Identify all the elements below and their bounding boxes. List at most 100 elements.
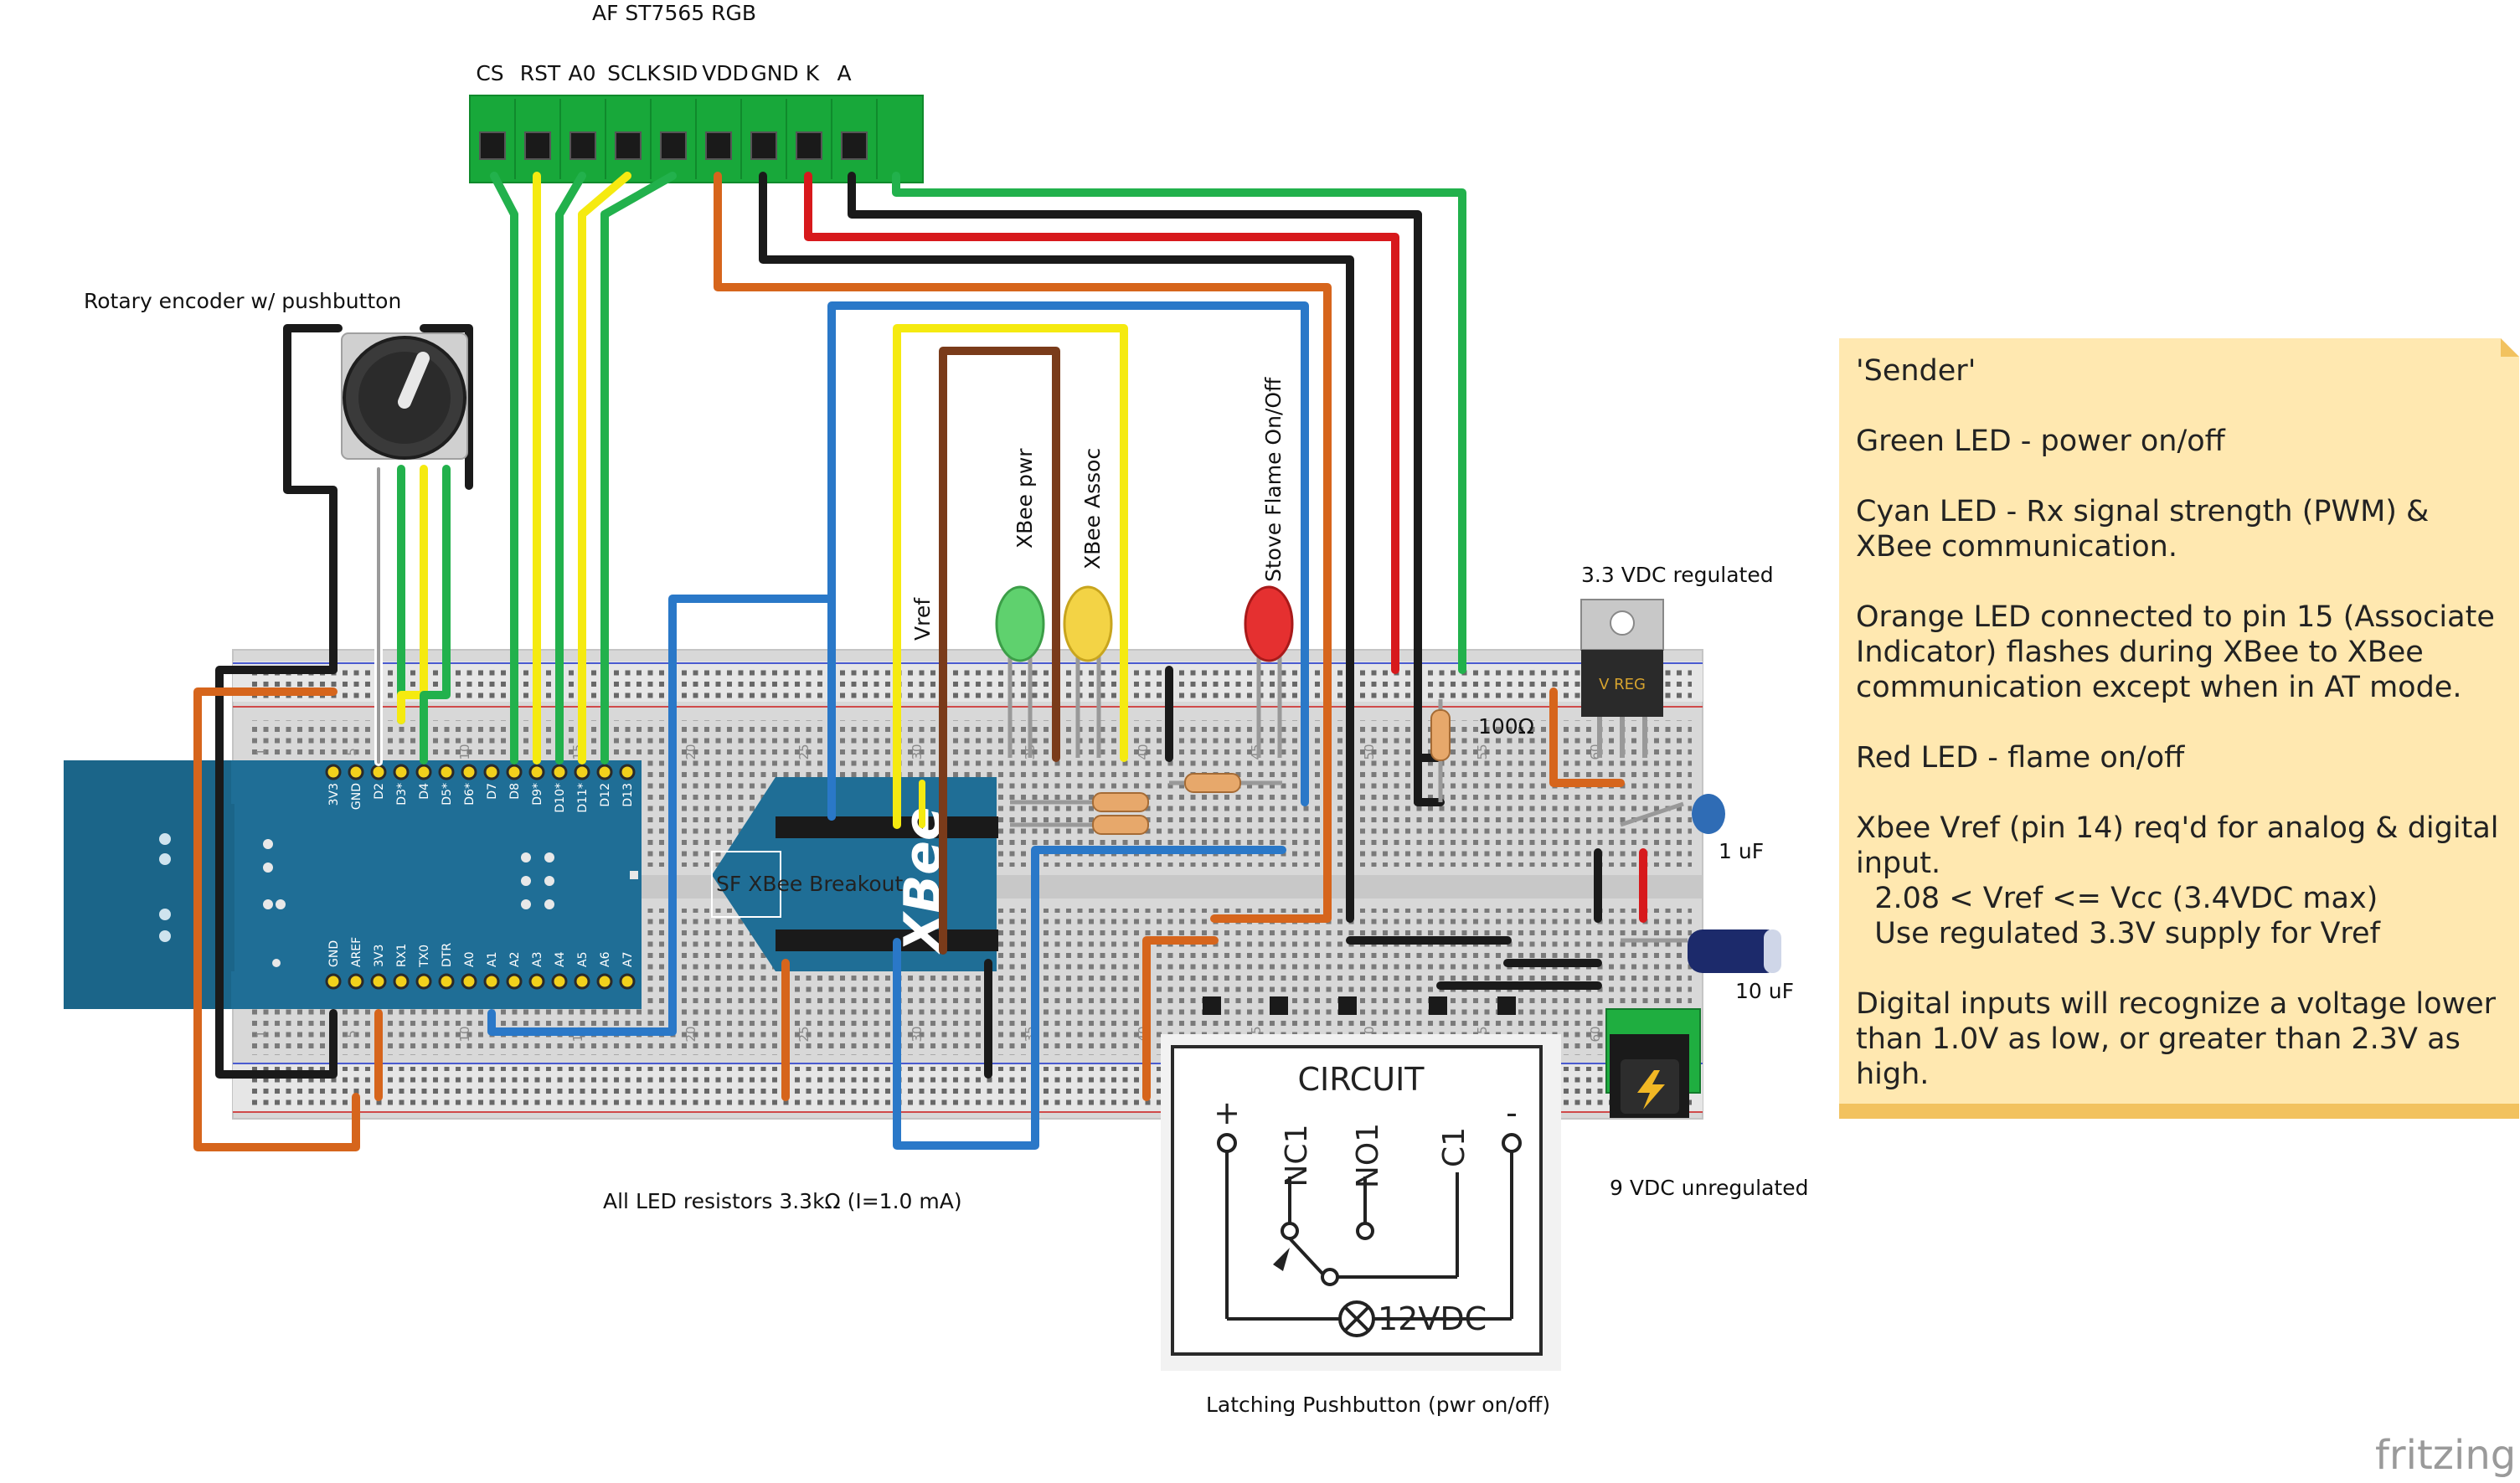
circuit-plus: + [1214,1094,1240,1131]
led-red: Stove Flame On/Off [1244,377,1294,758]
lcd-pin-a0 [569,131,596,160]
arduino-pin-bottom [506,973,523,990]
wire-blue-long [827,301,1309,821]
arduino-pin-top [506,764,523,780]
circuit-no1: NO1 [1351,1123,1385,1188]
capacitors: 1 uF 10 uF [1620,794,1794,1003]
arduino-pin-label: 3V3 [373,945,386,967]
arduino-pin-bottom [574,973,590,990]
arduino-pin-label: A2 [508,952,522,967]
xbee-silk-box [711,851,781,918]
arduino-pin-label: D7 [486,783,499,800]
wire-encoder-black-2 [420,324,473,490]
wire-brown [939,347,1060,955]
column-number: 20 [683,744,698,760]
pushbutton-label: Latching Pushbutton (pwr on/off) [1206,1393,1550,1417]
arduino-pin-label: D13 [621,783,635,807]
arduino-pin-bottom [393,973,410,990]
column-number: 5 [344,748,359,756]
lcd-pin-a [841,131,868,160]
arduino-pin-bottom [528,973,545,990]
arduino-pin-label: A1 [486,952,499,967]
note-vref-line3: Use regulated 3.3V supply for Vref [1856,917,2380,950]
arduino-pin-label: D8 [508,783,522,800]
note-digital: Digital inputs will recognize a voltage … [1856,987,2497,1091]
arduino-pin-label: D6* [463,783,477,806]
arduino-pin-label: A5 [576,952,590,967]
arduino-top-header [325,764,636,780]
column-number: 10 [457,744,472,760]
arduino-pin-top [415,764,432,780]
cap-10uf-label: 10 uF [1735,979,1794,1003]
arduino-pin-top [551,764,568,780]
arduino-pin-label: A0 [463,952,477,967]
switch-arrow-icon [1273,1248,1290,1271]
column-number: 60 [1588,1026,1603,1042]
arduino-pin-top [370,764,387,780]
arduino-pin-bottom [619,973,636,990]
note-cyan: Cyan LED - Rx signal strength (PWM) & XB… [1856,495,2430,564]
column-number: 20 [683,1026,698,1042]
xbee-header-bottom [776,929,998,951]
note-vref-line2: 2.08 < Vref <= Vcc (3.4VDC max) [1856,882,2378,915]
lcd-pin-label-a0: A0 [568,61,595,85]
lcd-pin-label-cs: CS [476,61,503,85]
lcd-terminal-pins [479,99,878,179]
wire-100r-black [1414,754,1445,806]
resistor-2-icon [1092,815,1149,835]
top-power-rail [251,666,1692,699]
wire-vdd-orange [714,172,1332,923]
lcd-pin-label-sid: SID [662,61,698,85]
column-number: 45 [1249,744,1264,760]
wire-encoder-yellow [397,465,428,724]
arduino-pin-top [483,764,500,780]
lcd-pin-sid [660,131,687,160]
leds: XBee pwr XBee Assoc Stove Flame On/Off V… [910,377,1294,758]
column-number: 50 [1362,744,1377,760]
arduino-pin-top [325,764,342,780]
led-yellow-icon [1063,585,1113,662]
column-number: 40 [1136,744,1151,760]
arduino-pin-label: D10* [554,783,567,813]
wire-gnd-black [759,172,1354,923]
arduino-pin-top [619,764,636,780]
lcd-pin-label-sclk: SCLK [607,61,661,85]
arduino-pin-label: A4 [554,951,567,967]
led-red-icon [1244,585,1294,662]
arduino-pin-label: RX1 [395,944,409,967]
lcd-pin-cs [479,131,506,160]
cap-1uf-label: 1 uF [1719,839,1764,863]
arduino-bottom-header [325,973,636,990]
arduino-pin-bottom [370,973,387,990]
led-green-icon [995,585,1045,662]
column-numbers-top: 151015202530354045505560 [254,744,1603,760]
wire-blue-bottom [893,846,1286,1150]
circuit-title: CIRCUIT [1297,1061,1425,1098]
column-number: 30 [910,744,925,760]
arduino-pin-label: D5* [441,783,454,806]
encoder-label: Rotary encoder w/ pushbutton [84,289,401,313]
note-red: Red LED - flame on/off [1856,741,2185,775]
wire-orange-right [1549,687,1625,787]
lcd-pin-label-vdd: VDD [702,61,749,85]
arduino-pin-bottom [325,973,342,990]
regulator-label: 3.3 VDC regulated [1581,563,1774,587]
regulator-mark: V REG [1599,676,1646,693]
resistor-100-icon [1430,709,1451,761]
column-number: 25 [796,1026,812,1042]
rotary-encoder: Rotary encoder w/ pushbutton [84,289,468,460]
wire-k-black [848,172,1422,806]
arduino-pin-label: TX0 [418,945,431,968]
column-number: 55 [1475,744,1490,760]
vref-label: Vref [910,597,935,641]
arduino-pin-bottom [596,973,613,990]
lcd-pin-label-gnd: GND [750,61,798,85]
arduino-pin-label: D4 [418,783,431,800]
arduino-pin-label: D3* [395,783,409,806]
arduino-pin-bottom [415,973,432,990]
arduino-pin-label: AREF [350,937,363,967]
arduino-pin-bottom [483,973,500,990]
